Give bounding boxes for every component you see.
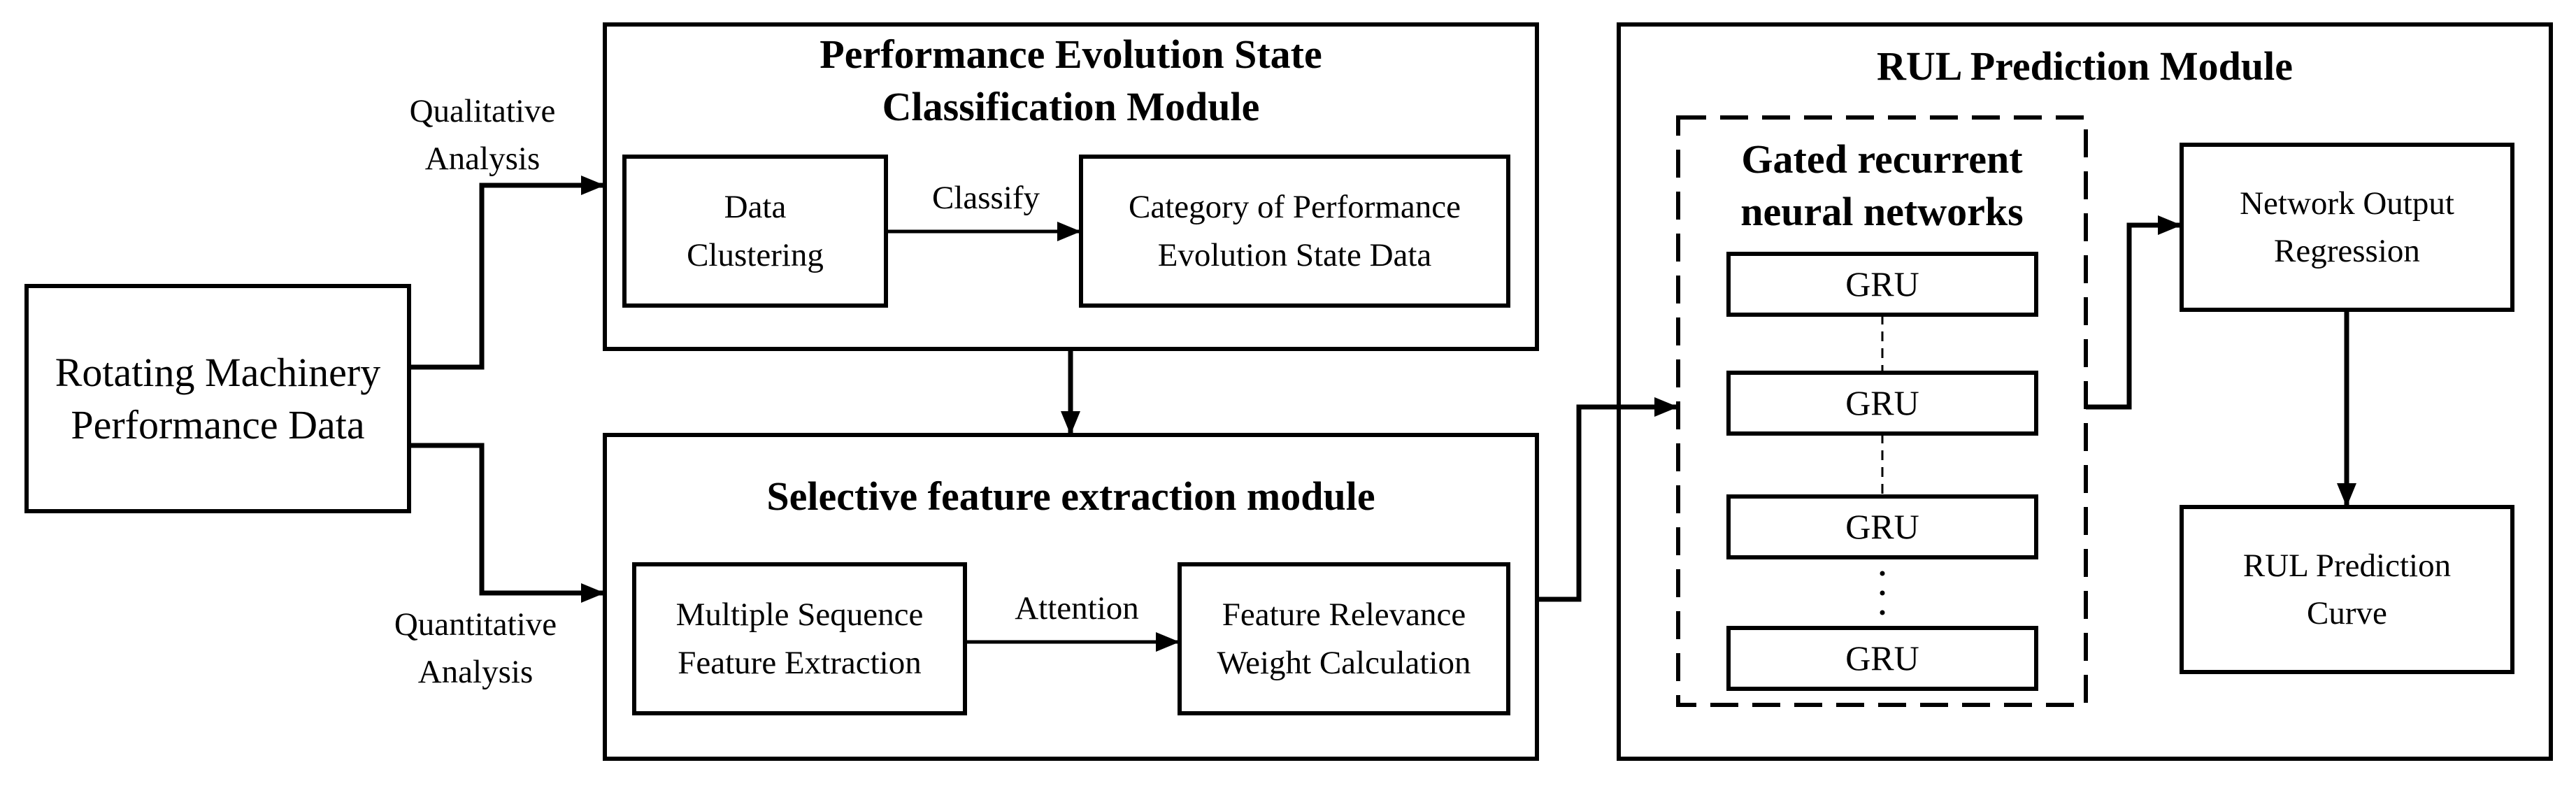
attention-label: Attention [1015,590,1139,627]
rul-module-title: RUL Prediction Module [1876,43,2294,90]
gru-to-output-arrow [2086,215,2182,410]
multi-seq-label: Multiple Sequence Feature Extraction [675,596,924,681]
quantitative-arrow [409,443,605,603]
multi-seq-box [632,562,967,715]
rotating-data-label: Rotating Machinery Performance Data [55,349,381,448]
classification-module-title: Performance Evolution State Classificati… [820,31,1322,129]
qualitative-arrow [409,176,605,370]
feature-module-title: Selective feature extraction module [766,473,1375,520]
network-output-label: Network Output Regression [2240,185,2454,269]
gru-unit-label: GRU [1845,507,1919,547]
feature-to-gru-arrow [1537,397,1678,602]
rotating-data-box [24,284,411,513]
gru-unit [1726,494,2038,559]
weight-calc-box [1178,562,1510,715]
gru-ellipsis-dots [1880,571,1885,615]
data-clustering-label: Data Clustering [687,189,824,273]
rul-curve-label: RUL Prediction Curve [2242,547,2452,631]
weight-calc-label: Feature Relevance Weight Calculation [1217,596,1471,681]
gru-unit-label: GRU [1845,383,1919,423]
rul-module-box [1617,22,2553,761]
category-label: Category of Performance Evolution State … [1128,189,1461,273]
quantitative-analysis-label: Quantitative Analysis [394,606,557,690]
gru-group-title: Gated recurrent neural networks [1740,136,2024,234]
gru-unit-label: GRU [1845,638,1919,678]
classify-label: Classify [931,179,1040,216]
gru-group-box [1676,115,2088,707]
gru-unit-label: GRU [1845,264,1919,304]
qualitative-analysis-label: Qualitative Analysis [409,92,556,177]
gru-unit [1726,626,2038,691]
